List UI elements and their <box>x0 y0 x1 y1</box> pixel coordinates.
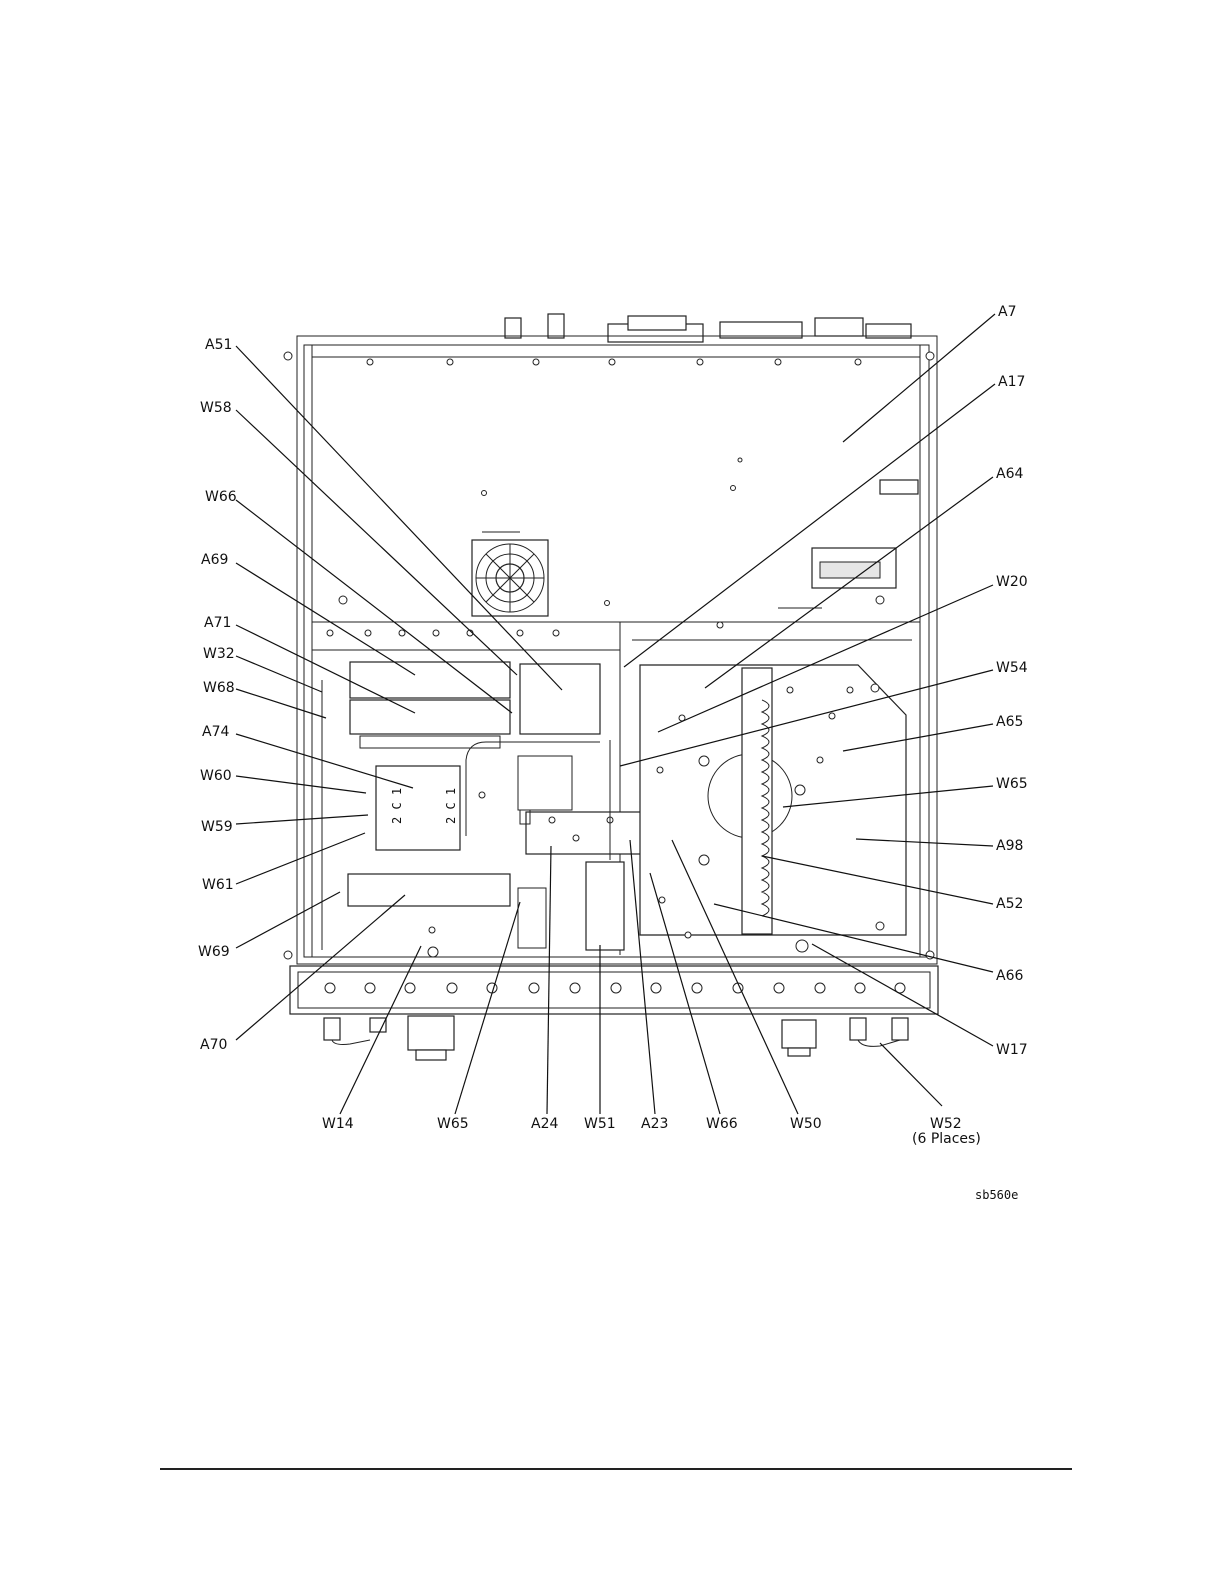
callout-w61: W61 <box>202 877 234 893</box>
footer-rule <box>160 1468 1072 1470</box>
callout-w66-bottom: W66 <box>706 1116 738 1132</box>
callout-w54: W54 <box>996 660 1028 676</box>
callout-a74: A74 <box>202 724 229 740</box>
callout-a24: A24 <box>531 1116 558 1132</box>
callout-w51: W51 <box>584 1116 616 1132</box>
callout-w32: W32 <box>203 646 235 662</box>
lower-deck: 2 C 1 2 C 1 <box>312 622 920 957</box>
callout-a98: A98 <box>996 838 1023 854</box>
callout-w60: W60 <box>200 768 232 784</box>
callout-w20: W20 <box>996 574 1028 590</box>
callout-a23: A23 <box>641 1116 668 1132</box>
callout-w68: W68 <box>203 680 235 696</box>
callout-w65-bottom: W65 <box>437 1116 469 1132</box>
callout-a70: A70 <box>200 1037 227 1053</box>
module-mark-left: 2 C 1 <box>390 788 404 824</box>
callout-w66-left: W66 <box>205 489 237 505</box>
callout-w52: W52 <box>930 1116 962 1132</box>
callout-w59: W59 <box>201 819 233 835</box>
callout-w58: W58 <box>200 400 232 416</box>
callout-a64: A64 <box>996 466 1023 482</box>
callout-a52: A52 <box>996 896 1023 912</box>
callout-a65: A65 <box>996 714 1023 730</box>
callout-w69: W69 <box>198 944 230 960</box>
callout-w65-right: W65 <box>996 776 1028 792</box>
drawing-reference: sb560e <box>975 1188 1018 1202</box>
callout-w17: W17 <box>996 1042 1028 1058</box>
module-mark-right: 2 C 1 <box>444 788 458 824</box>
callout-a66: A66 <box>996 968 1023 984</box>
callout-a71: A71 <box>204 615 231 631</box>
callout-w14: W14 <box>322 1116 354 1132</box>
callout-a51: A51 <box>205 337 232 353</box>
callout-a17: A17 <box>998 374 1025 390</box>
front-panel <box>290 966 938 1060</box>
callout-w50: W50 <box>790 1116 822 1132</box>
callout-w52-note: (6 Places) <box>912 1131 981 1147</box>
callout-a7: A7 <box>998 304 1016 320</box>
callout-a69: A69 <box>201 552 228 568</box>
fan <box>472 532 548 616</box>
